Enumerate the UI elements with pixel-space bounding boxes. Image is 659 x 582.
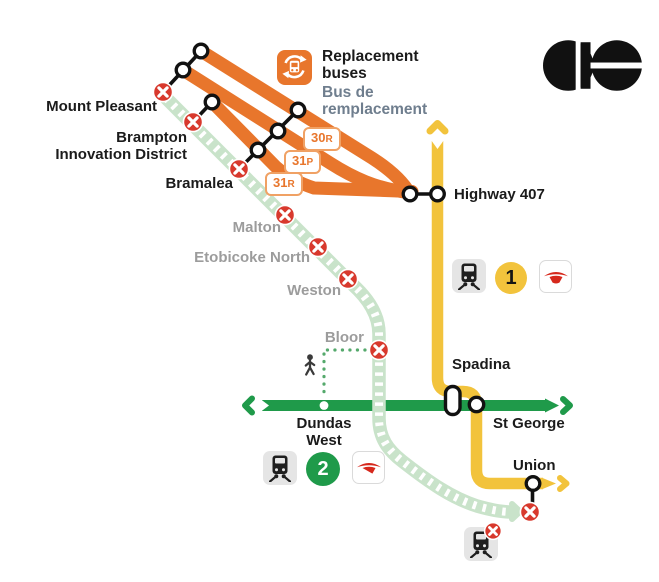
label-mount-pleasant: Mount Pleasant — [46, 98, 157, 115]
go-line-closed-hatched — [159, 91, 523, 522]
legend-replacement-buses-fr: Bus de remplacement — [322, 84, 428, 118]
label-etobicoke-north: Etobicoke North — [194, 249, 310, 266]
label-line: West — [306, 431, 342, 449]
spadina-interchange-marker — [443, 384, 462, 417]
bus-stop-marker — [192, 42, 210, 60]
closed-x-icon-bramalea — [228, 158, 250, 180]
route-number: 31 — [273, 175, 288, 190]
bus-stop-marker — [203, 93, 221, 111]
go-train-icon-line1 — [452, 259, 486, 293]
walk-transfer-dotted-path — [322, 348, 367, 396]
label-line: Brampton — [116, 129, 187, 146]
route-number: 31 — [292, 153, 307, 168]
label-bloor: Bloor — [324, 329, 364, 346]
label-weston: Weston — [287, 282, 341, 299]
st-george-interchange-marker — [467, 395, 486, 414]
union-station-marker — [524, 475, 542, 492]
closed-x-icon-mount-pleasant — [152, 81, 174, 103]
label-line: Dundas — [296, 415, 352, 432]
ttc-line1-badge: 1 — [495, 262, 527, 294]
route-number: 30 — [311, 130, 326, 145]
closed-x-icon-union-train — [483, 521, 503, 541]
walking-person-icon — [304, 354, 316, 376]
legend-fr-line2: remplacement — [322, 100, 428, 118]
label-spadina: Spadina — [452, 356, 511, 373]
route-chip-31p: 31P — [284, 150, 322, 174]
closed-x-icon-union-go — [519, 501, 541, 523]
legend-en-line1: Replacement — [322, 48, 419, 65]
label-brampton-innovation-district: Brampton Innovation District — [10, 129, 187, 163]
closed-x-icon-bloor — [368, 339, 390, 361]
go-train-icon-line2 — [263, 451, 297, 485]
label-malton: Malton — [232, 219, 281, 236]
route-suffix: R — [325, 134, 333, 145]
go-train-union-closed — [464, 521, 503, 561]
bus-stop-marker — [269, 122, 287, 140]
label-highway-407: Highway 407 — [454, 186, 545, 203]
closed-station-x-markers — [152, 81, 541, 523]
go-transit-logo — [543, 40, 642, 96]
route-suffix: R — [287, 179, 295, 190]
dundas-west-marker — [319, 401, 329, 410]
route-chip-30r: 30R — [303, 127, 341, 151]
closed-x-icon-etobicoke-north — [307, 236, 329, 258]
label-bramalea: Bramalea — [165, 175, 233, 192]
ttc-logo-line2 — [352, 451, 385, 484]
ttc-logo-line1 — [539, 260, 572, 293]
bus-stop-marker — [249, 141, 267, 159]
highway407-bus-marker — [401, 185, 419, 203]
closed-x-icon-brampton — [182, 111, 204, 133]
closed-x-icon-weston — [337, 268, 359, 290]
ttc-line2-green — [242, 395, 573, 416]
bus-stop-marker — [174, 61, 192, 79]
route-suffix: P — [306, 157, 314, 168]
closed-x-icon-malton — [274, 204, 296, 226]
bus-stop-marker — [289, 101, 307, 119]
highway407-station-marker — [429, 185, 446, 203]
legend-fr-line1: Bus de — [322, 84, 374, 101]
label-union: Union — [513, 457, 556, 474]
label-dundas-west: Dundas West — [274, 415, 374, 449]
replacement-bus-icon — [277, 50, 312, 85]
label-line: Innovation District — [55, 145, 187, 163]
legend-en-line2: buses — [322, 64, 367, 82]
route-chip-31r: 31R — [265, 172, 303, 196]
ttc-line2-badge: 2 — [306, 452, 340, 486]
station-markers — [174, 42, 542, 492]
ttc-line1-yellow — [426, 120, 570, 492]
label-st-george: St George — [493, 415, 565, 432]
legend-replacement-buses-en: Replacement buses — [322, 48, 419, 82]
